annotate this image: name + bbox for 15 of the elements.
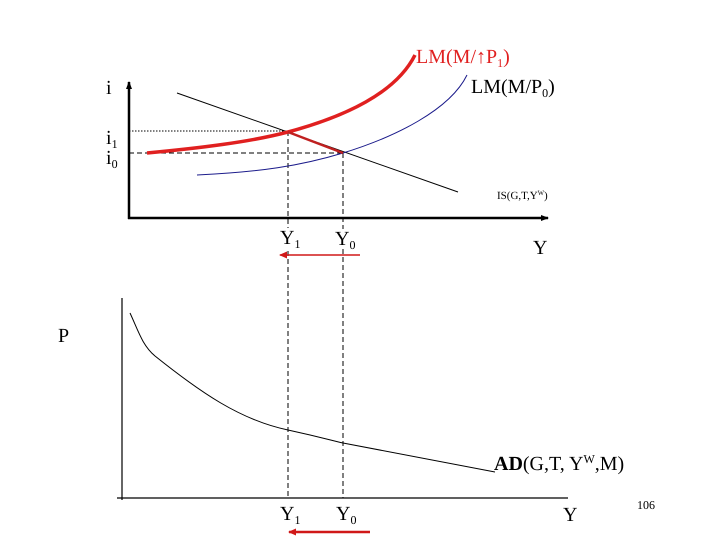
- page-number: 106: [637, 499, 655, 511]
- axis-value-label: Y$_{1}$: [280, 228, 300, 248]
- curve-label: LM(M/P$_{0}$): [471, 77, 555, 97]
- axis-value-label: Y$_{1}$: [280, 504, 300, 524]
- axis-label: Y: [533, 238, 548, 258]
- curve-label: LM(M/↑P$_{1}$): [416, 47, 510, 67]
- axis-value-label: i$_{1}$: [106, 128, 118, 148]
- axis-label: i: [106, 78, 112, 98]
- curve-label: AD(G,T, Y$^{W}$,M): [494, 454, 624, 474]
- axis-value-label: i$_{0}$: [106, 148, 118, 168]
- axis-value-label: Y$_{0}$: [335, 229, 356, 249]
- axis-value-label: Y$_{0}$: [336, 504, 356, 524]
- axis-label: Y: [563, 505, 578, 525]
- axis-label: P: [58, 326, 70, 346]
- curve-label: IS(G,T,Y$^{W}$): [497, 191, 548, 202]
